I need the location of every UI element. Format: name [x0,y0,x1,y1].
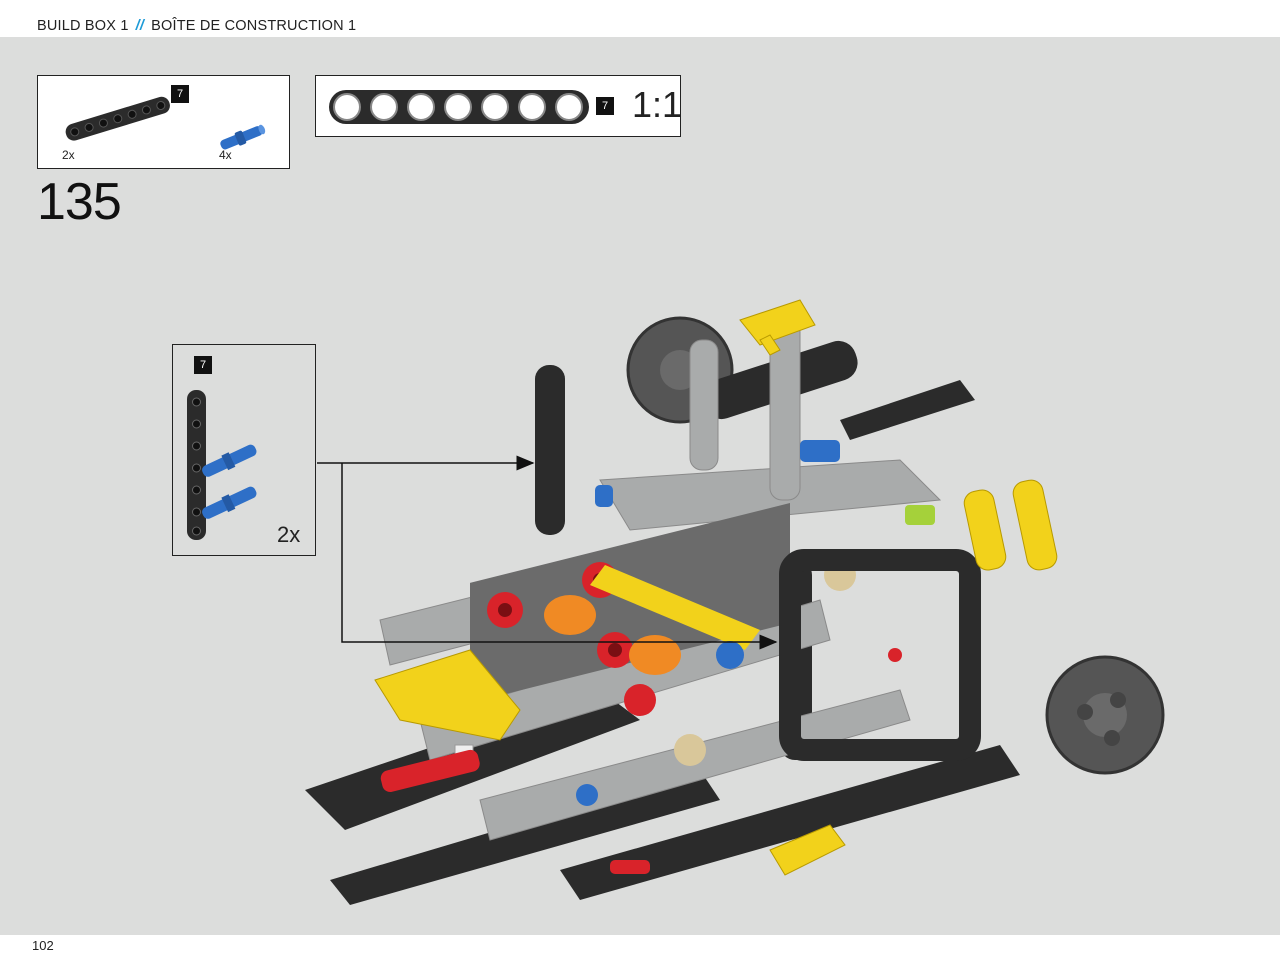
header-bar: BUILD BOX 1 // BOÎTE DE CONSTRUCTION 1 [0,0,1280,37]
beam-part [65,96,170,141]
header-separator: // [135,18,145,34]
beam-length-badge: 7 [171,85,189,103]
pin-quantity: 4x [219,148,232,162]
sub-assembly-illustration [187,390,257,540]
sub-beam-badge: 7 [194,356,212,374]
sub-assembly-callout: 7 [172,344,316,556]
scale-label: 1:1 [632,84,683,125]
blue-pin-part [220,124,266,150]
ruler-length-badge: 7 [596,97,614,115]
beam-ruler [329,90,589,124]
parts-illustration [65,96,266,150]
parts-callout: 7 2x 4x [37,75,290,169]
header-box-label: BUILD BOX 1 [37,18,129,34]
step-number: 135 [37,173,122,231]
beam-quantity: 2x [62,148,75,162]
header-box-label-fr: BOÎTE DE CONSTRUCTION 1 [151,18,357,34]
footer-bar [0,935,1280,974]
header-title: BUILD BOX 1 // BOÎTE DE CONSTRUCTION 1 [37,18,356,34]
page-number: 102 [32,938,54,953]
sub-assembly-quantity: 2x [277,522,301,547]
scale-ruler-callout: 7 [315,75,681,137]
